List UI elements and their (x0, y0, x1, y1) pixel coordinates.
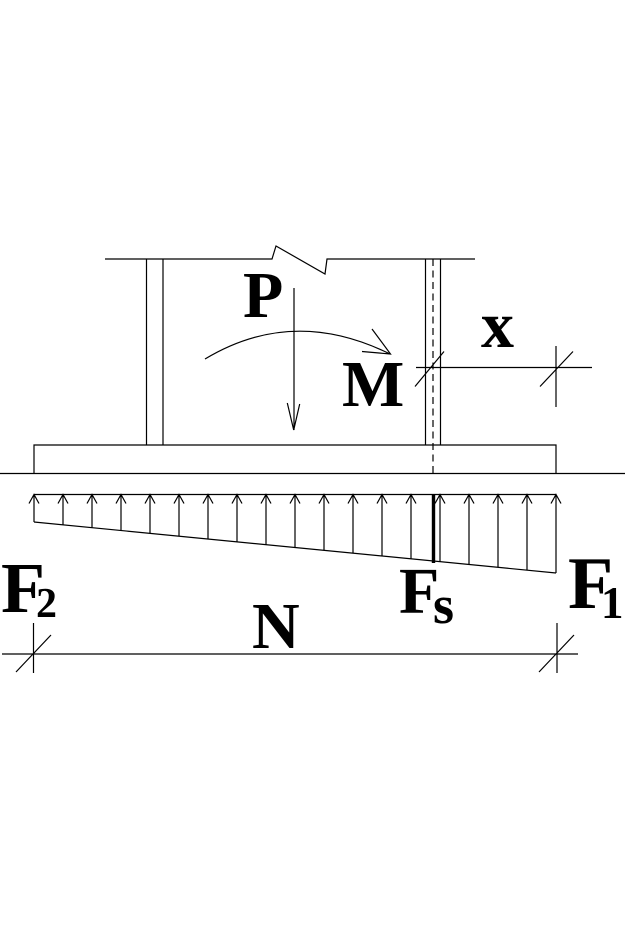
label-force-f2-sub: 2 (36, 581, 57, 627)
label-force-f1-base: F (568, 543, 613, 625)
column-break-line (105, 245, 475, 275)
column-right-flange (424, 259, 442, 445)
label-moment-m: M (342, 348, 404, 421)
column-left-flange (145, 259, 164, 445)
linework (0, 245, 625, 673)
pressure-arrow (521, 493, 533, 571)
dimension-x-slashes (414, 351, 574, 387)
moment-arc-arrow (204, 328, 392, 360)
pressure-arrow (231, 493, 243, 542)
pressure-arrow (347, 493, 359, 554)
dimension-x (414, 346, 592, 407)
load-arrow-p (286, 288, 301, 431)
label-load-p: P (243, 259, 283, 332)
dimension-n (2, 623, 578, 673)
pressure-arrow (550, 493, 562, 573)
pressure-arrow (260, 493, 272, 545)
dimension-n-slashes (15, 634, 575, 673)
label-force-fs-sub: s (433, 575, 454, 635)
pressure-arrow (318, 493, 330, 551)
pressure-arrows (28, 493, 562, 573)
label-force-f2-base: F (1, 548, 45, 628)
dimension-n-ticks (32, 623, 558, 673)
pressure-arrow (57, 493, 69, 525)
pressure-arrow (405, 493, 417, 559)
pressure-arrow (173, 493, 185, 537)
pressure-arrow (28, 493, 40, 522)
base-plate-outline (33, 444, 557, 474)
pressure-arrow (86, 493, 98, 528)
pressure-arrow (492, 493, 504, 568)
pressure-arrow (202, 493, 214, 539)
label-eccentricity-x: x (481, 289, 514, 362)
pressure-arrow (376, 493, 388, 556)
pressure-arrow (144, 493, 156, 534)
pressure-arrow (463, 493, 475, 565)
label-base-width-n: N (252, 590, 300, 663)
label-force-f1-sub: 1 (601, 578, 624, 628)
label-force-fs-base: F (399, 555, 439, 628)
pressure-arrow (289, 493, 301, 548)
pressure-arrow (434, 493, 446, 562)
pressure-arrow (115, 493, 127, 531)
